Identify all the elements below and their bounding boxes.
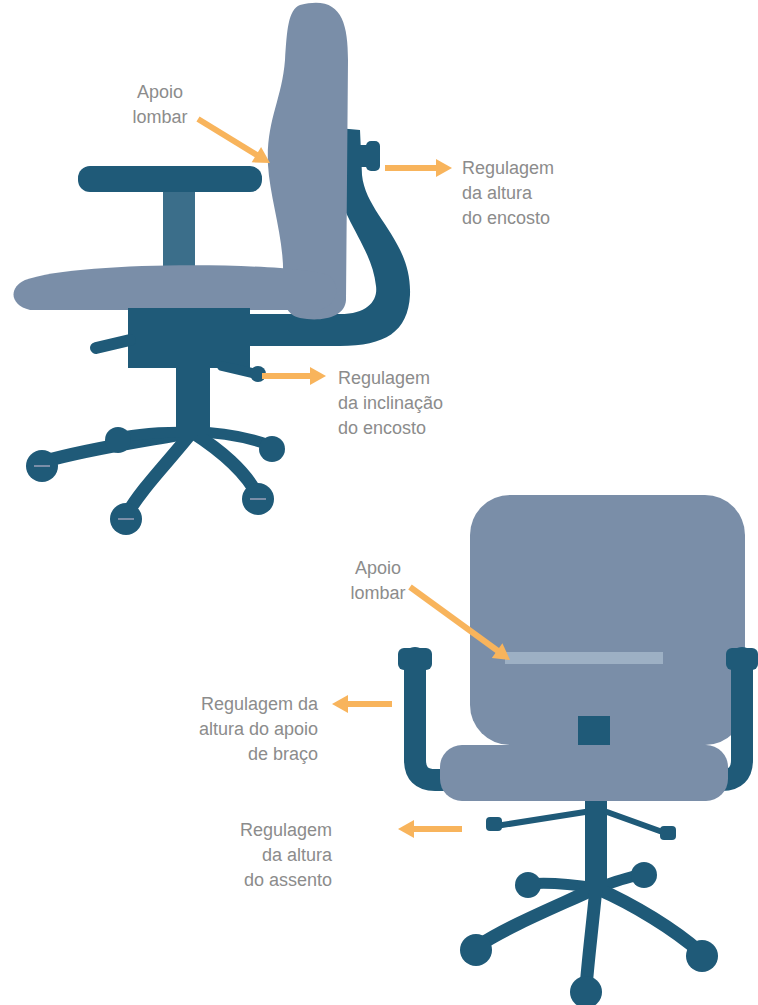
gas-column bbox=[585, 796, 607, 890]
armrest-cap bbox=[398, 648, 432, 670]
arrow-head bbox=[332, 695, 348, 713]
caster bbox=[105, 427, 131, 453]
arrow-head bbox=[492, 643, 510, 660]
caster bbox=[631, 862, 657, 888]
side-chair bbox=[14, 3, 411, 535]
seat-mechanism bbox=[128, 308, 250, 368]
front-chair bbox=[398, 495, 758, 1005]
callout-label: Regulagem da altura do apoio de braço bbox=[196, 692, 318, 767]
callout-label: Regulagem da altura do encosto bbox=[462, 156, 556, 231]
lever bbox=[496, 812, 585, 826]
arrow-head bbox=[252, 147, 270, 163]
caster bbox=[686, 940, 718, 972]
gas-column bbox=[176, 360, 210, 434]
base-leg bbox=[586, 888, 596, 988]
lever-knob bbox=[486, 817, 502, 831]
arrow-head bbox=[310, 367, 326, 385]
caster bbox=[460, 934, 492, 966]
lever bbox=[607, 812, 668, 834]
base-leg bbox=[126, 432, 192, 516]
lever bbox=[96, 340, 130, 348]
callout-label: Apoio lombar bbox=[338, 556, 418, 606]
callout-label: Apoio lombar bbox=[120, 80, 200, 130]
arrow-head bbox=[436, 159, 452, 177]
base-leg bbox=[478, 888, 596, 946]
arrow-shaft bbox=[410, 587, 498, 651]
arrow-head bbox=[398, 820, 414, 838]
caster bbox=[570, 976, 602, 1005]
arrow-shaft bbox=[198, 119, 258, 156]
callout-label: Regulagem da inclinação do encosto bbox=[338, 366, 448, 441]
seat-cushion bbox=[440, 745, 728, 801]
arrow-shaft bbox=[262, 373, 312, 379]
lumbar-support bbox=[505, 652, 663, 664]
arrow-shaft bbox=[385, 165, 438, 171]
arrow-shaft bbox=[412, 826, 462, 832]
base-leg bbox=[192, 432, 258, 496]
armrest-cap bbox=[726, 648, 758, 670]
armrest-pad bbox=[78, 166, 262, 192]
base-leg bbox=[596, 888, 700, 952]
backrest-stem bbox=[578, 716, 610, 750]
armrest-post bbox=[163, 186, 195, 272]
height-knob bbox=[366, 141, 380, 171]
caster bbox=[259, 436, 285, 462]
caster bbox=[515, 872, 541, 898]
callout-label: Regulagem da altura do assento bbox=[238, 818, 332, 893]
seat-cushion bbox=[14, 265, 337, 310]
backrest bbox=[470, 495, 745, 745]
caster-highlight bbox=[34, 466, 266, 519]
arrow-shaft bbox=[346, 701, 392, 707]
lever-knob bbox=[660, 826, 676, 840]
